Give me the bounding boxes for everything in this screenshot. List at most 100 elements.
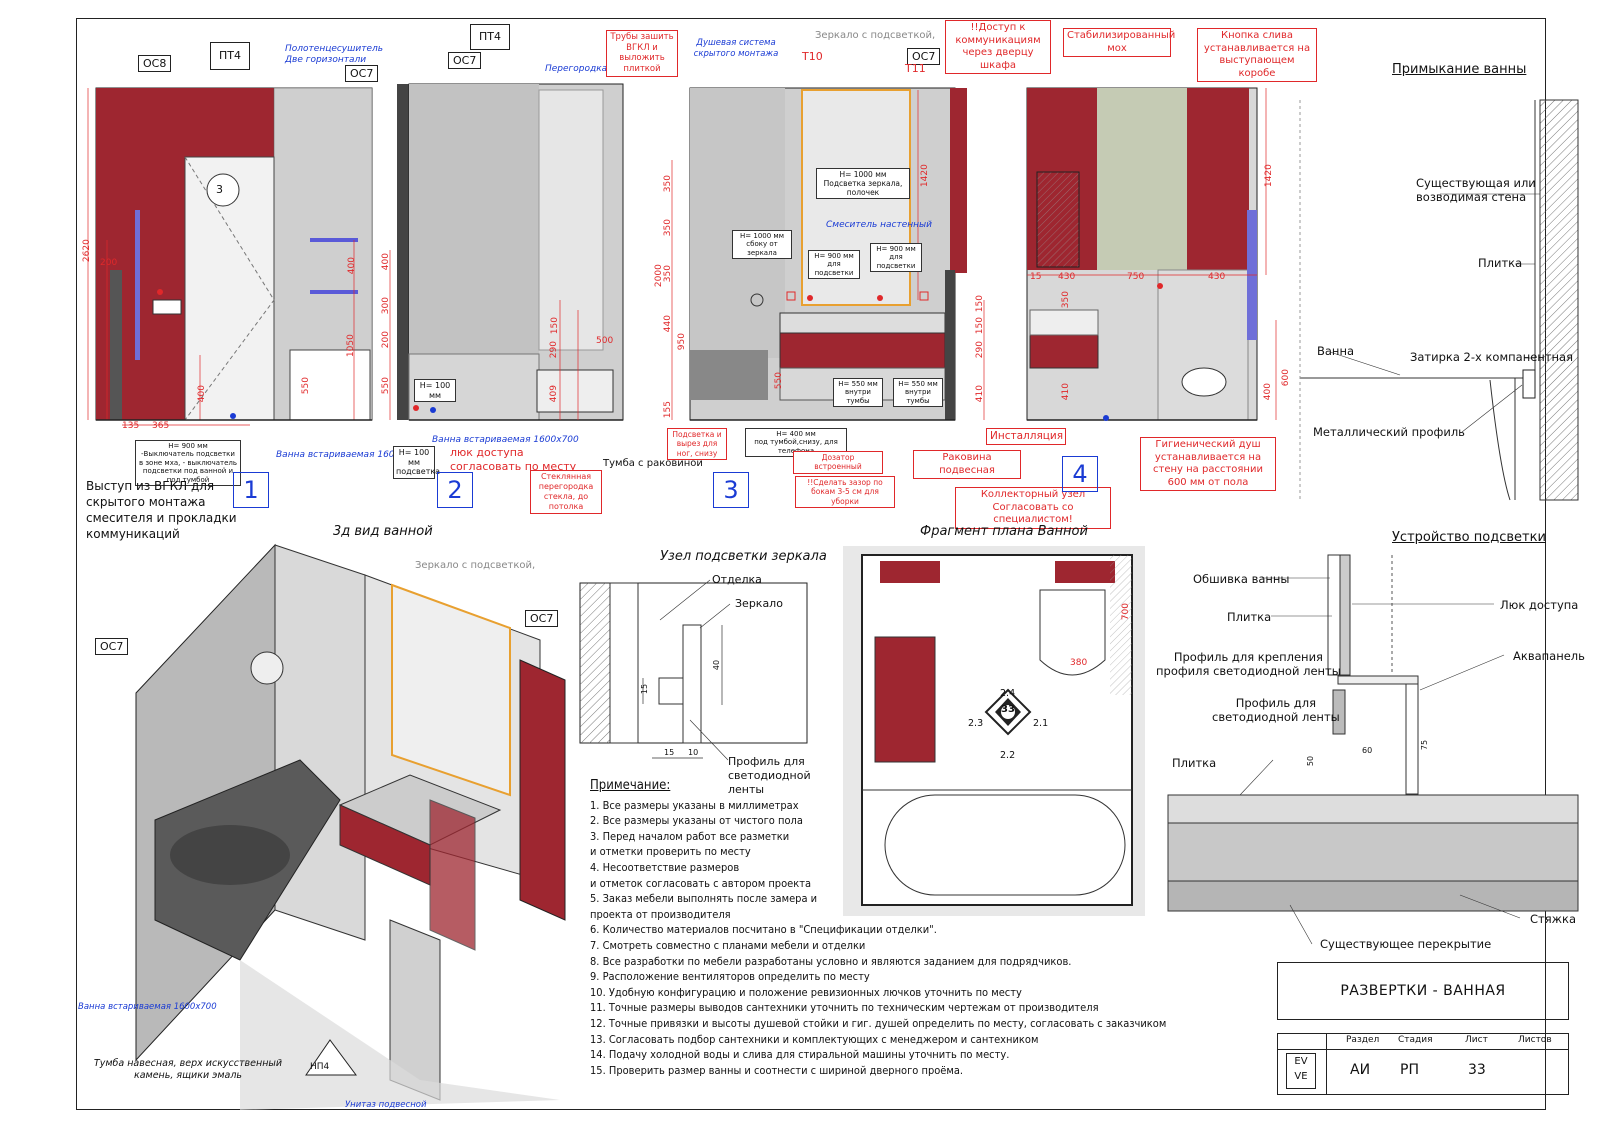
moss-note: Стабилизированный мох bbox=[1063, 28, 1175, 57]
bath-junction-title: Примыкание ванны bbox=[1392, 62, 1527, 77]
h900b-note: H= 900 мм для подсветки bbox=[870, 243, 922, 273]
ld-bath-cladding: Обшивка ванны bbox=[1193, 572, 1290, 586]
bath-junction-bath: Ванна bbox=[1317, 344, 1355, 358]
dim-1050: 1050 bbox=[345, 334, 356, 358]
h550b-note: H= 550 мм внутри тумбы bbox=[893, 378, 943, 408]
ld-profile-led: Профиль для светодиодной ленты bbox=[1212, 696, 1340, 725]
note-item: 9. Расположение вентиляторов определить … bbox=[590, 970, 870, 984]
note-item: проекта от производителя bbox=[590, 907, 731, 921]
dim2-409: 409 bbox=[548, 385, 559, 403]
t11-mark: T11 bbox=[905, 62, 926, 75]
dim-365: 365 bbox=[152, 421, 170, 431]
plan-marker-bottom: 2.2 bbox=[1000, 750, 1016, 761]
bathroom-plan-fragment bbox=[843, 546, 1145, 916]
installation-note: Инсталляция bbox=[986, 428, 1066, 446]
mirror-node-profile: Профиль для светодиодной ленты bbox=[728, 755, 811, 796]
dim2-150: 150 bbox=[549, 317, 560, 335]
h900a-note: H= 900 мм для подсветки bbox=[808, 250, 860, 280]
tag-os7-3d-right: ОС7 bbox=[525, 610, 559, 627]
elevation-view-4 bbox=[1026, 87, 1277, 421]
dim3-410: 410 bbox=[974, 385, 985, 403]
dim4-410: 410 bbox=[1060, 383, 1071, 401]
view-number-1: 1 bbox=[233, 472, 269, 508]
flush-button-note: Кнопка слива устанавливается на выступаю… bbox=[1197, 28, 1317, 82]
h100-note: H= 100 мм bbox=[414, 379, 456, 403]
dim3-150b: 150 bbox=[974, 317, 985, 335]
h1000-note: H= 1000 мм сбоку от зеркала bbox=[732, 230, 792, 260]
view-number-3: 3 bbox=[713, 472, 749, 508]
sheets-label: Листов bbox=[1518, 1035, 1552, 1045]
dim4-1420: 1420 bbox=[1263, 164, 1274, 188]
t10-mark: T10 bbox=[802, 50, 823, 63]
plan-marker-top: 2.4 bbox=[1000, 688, 1016, 699]
section-label: Раздел bbox=[1346, 1035, 1380, 1045]
sink-suspended-note: Раковина подвесная bbox=[913, 450, 1021, 479]
ld-dim-50: 50 bbox=[1306, 755, 1316, 767]
note-item: 13. Согласовать подбор сантехники и комп… bbox=[590, 1032, 1039, 1046]
note-item: 11. Точные размеры выводов сантехники ут… bbox=[590, 1001, 1099, 1015]
toilet-note: Унитаз подвесной bbox=[345, 1100, 427, 1110]
tag-pt4: ПТ4 bbox=[210, 42, 250, 70]
dim3-950: 950 bbox=[676, 333, 687, 351]
hatch-access-note: люк доступа согласовать по месту bbox=[450, 446, 577, 473]
mirror-node-dim-15b: 15 bbox=[664, 748, 675, 757]
tag-os8: ОС8 bbox=[138, 55, 172, 72]
view-number-4: 4 bbox=[1062, 456, 1098, 492]
sheet-number: 33 bbox=[1468, 1062, 1486, 1078]
switch-note: H= 900 мм -Выключатель подсветки в зоне … bbox=[135, 440, 241, 486]
door-mark: 3 bbox=[216, 183, 223, 196]
note-item: 1. Все размеры указаны в миллиметрах bbox=[590, 798, 799, 812]
lighting-device-title: Устройство подсветки bbox=[1392, 530, 1546, 545]
partition-label: Перегородка bbox=[545, 64, 608, 74]
dim-400b: 400 bbox=[196, 385, 207, 403]
note-item: 2. Все размеры указаны от чистого пола bbox=[590, 814, 803, 828]
dim3-350c: 350 bbox=[662, 265, 673, 283]
view3d-mirror-note: Зеркало с подсветкой, bbox=[415, 560, 536, 571]
note-item: 6. Количество материалов посчитано в "Сп… bbox=[590, 923, 937, 937]
ld-tile1: Плитка bbox=[1227, 610, 1272, 624]
dim3-290: 290 bbox=[974, 341, 985, 359]
mirror-lighting-node-detail bbox=[579, 582, 808, 759]
dim3-150a: 150 bbox=[974, 295, 985, 313]
hygienic-shower-note: Гигиенический душ устанавливается на сте… bbox=[1140, 437, 1276, 491]
ld-screed: Стяжка bbox=[1530, 912, 1576, 926]
drawing-sheet-frame bbox=[76, 18, 1546, 1110]
dim3-155: 155 bbox=[662, 401, 673, 419]
plan-dim-380: 380 bbox=[1070, 658, 1088, 668]
dim4-430b: 430 bbox=[1208, 272, 1226, 282]
mirror-node-dim-10: 10 bbox=[688, 748, 699, 757]
isometric-3d-view bbox=[135, 543, 566, 1110]
h550a-note: H= 550 мм внутри тумбы bbox=[833, 378, 883, 408]
view2-bath-label: Ванна встариваемая 1600x700 bbox=[432, 435, 579, 445]
sheet-label: Лист bbox=[1465, 1035, 1488, 1045]
leader-lines bbox=[659, 193, 1540, 945]
note-item: 7. Смотреть совместно с планами мебели и… bbox=[590, 938, 866, 952]
note-item: 14. Подачу холодной воды и слива для сти… bbox=[590, 1048, 1010, 1062]
dim2-200: 200 bbox=[380, 331, 391, 349]
company-logo: EV VE bbox=[1286, 1053, 1316, 1089]
note-item: 10. Удобную конфигурацию и положение рев… bbox=[590, 985, 1022, 999]
dim3-350b: 350 bbox=[662, 219, 673, 237]
ld-tile2: Плитка bbox=[1172, 756, 1217, 770]
view-number-2: 2 bbox=[437, 472, 473, 508]
tag-os7-view2: ОС7 bbox=[448, 52, 482, 69]
mixer-note: Смеситель настенный bbox=[826, 220, 932, 230]
note-item: 12. Точные привязки и высоты душевой сто… bbox=[590, 1016, 1167, 1030]
stage-label: Стадия bbox=[1398, 1035, 1433, 1045]
h100b-note: H= 100 мм подсветка bbox=[393, 446, 440, 479]
dim4-350: 350 bbox=[1060, 291, 1071, 309]
mirror-node-mirror: Зеркало bbox=[735, 597, 783, 610]
section-value: АИ bbox=[1350, 1062, 1371, 1078]
note-item: 15. Проверить размер ванны и соотнести с… bbox=[590, 1063, 964, 1077]
ld-aquapanel: Аквапанель bbox=[1513, 649, 1585, 663]
notes-title: Примечание: bbox=[590, 778, 671, 793]
dim2-300: 300 bbox=[380, 297, 391, 315]
ld-dim-75: 75 bbox=[1420, 739, 1430, 751]
dim2-550: 550 bbox=[380, 377, 391, 395]
view3d-vanity-note: Тумба навесная, верх искусственный камен… bbox=[93, 1058, 283, 1081]
note-item: 8. Все разработки по мебели разработаны … bbox=[590, 954, 1072, 968]
niche-note: Выступ из ВГКЛ для скрытого монтажа смес… bbox=[86, 479, 237, 541]
plan-marker: 33 bbox=[1001, 704, 1015, 715]
dim-2620: 2620 bbox=[81, 239, 92, 263]
